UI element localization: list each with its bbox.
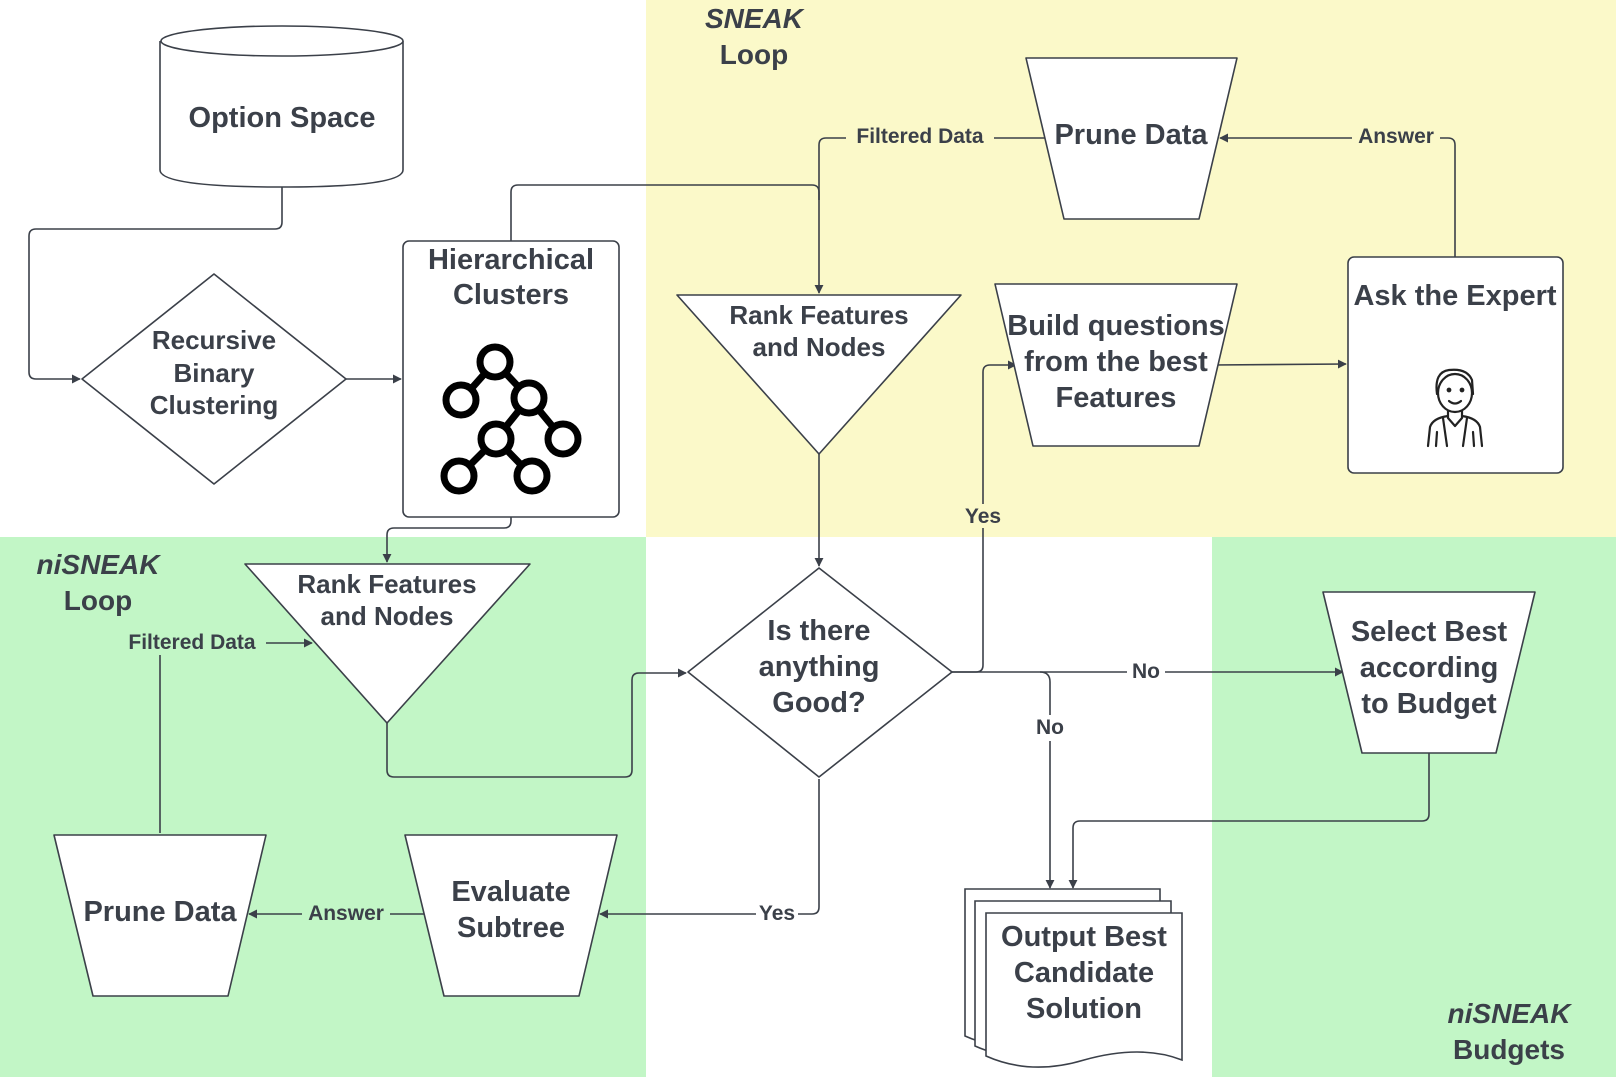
hierarchical-line-2: Clusters: [453, 279, 569, 311]
edge-decision-to-evaluate: [599, 779, 820, 919]
edge-label-filtered-data-top: Filtered Data: [856, 125, 984, 148]
rank-features-top-node: Rank Features and Nodes: [676, 294, 962, 455]
clustering-line-3: Clustering: [150, 390, 279, 420]
option-space-node: Option Space: [159, 25, 404, 188]
decision-line-2: anything: [759, 651, 880, 683]
ask-the-expert-node: Ask the Expert: [1347, 256, 1564, 474]
decision-line-1: Is there: [767, 615, 870, 647]
select-line-3: to Budget: [1361, 688, 1497, 720]
edge-decision-to-output: [1039, 671, 1055, 889]
hierarchical-clusters-node: Hierarchical Clusters: [402, 240, 620, 518]
edge-hierarchical-to-rank-bottom: [382, 490, 512, 563]
build-line-3: Features: [1056, 382, 1177, 414]
tree-icon: [440, 343, 582, 495]
edge-select-to-output: [1068, 753, 1430, 889]
edge-label-filtered-data-bottom: Filtered Data: [128, 631, 256, 654]
clustering-line-1: Recursive: [152, 325, 276, 355]
output-line-1: Output Best: [1001, 921, 1167, 953]
edge-prune-to-rank-top: [818, 137, 1045, 200]
expert-label: Ask the Expert: [1353, 280, 1556, 312]
select-line-2: according: [1360, 652, 1499, 684]
edge-label-yes-up: Yes: [965, 505, 1001, 528]
sneak-zone-subtitle: Loop: [720, 39, 788, 70]
select-best-node: Select Best according to Budget: [1322, 591, 1536, 754]
sneak-zone-title: SNEAK: [705, 3, 805, 34]
is-there-anything-good-node: Is there anything Good?: [687, 567, 953, 778]
evaluate-line-1: Evaluate: [451, 876, 570, 908]
nisneak-loop-subtitle: Loop: [64, 585, 132, 616]
evaluate-subtree-node: Evaluate Subtree: [404, 834, 618, 997]
edge-build-to-expert: [1211, 359, 1347, 369]
rank-top-line-2: and Nodes: [753, 332, 886, 362]
prune-top-label: Prune Data: [1054, 119, 1208, 151]
nisneak-budgets-title: niSNEAK: [1448, 998, 1573, 1029]
output-line-2: Candidate: [1014, 957, 1154, 989]
hierarchical-line-1: Hierarchical: [428, 244, 594, 276]
select-line-1: Select Best: [1351, 616, 1508, 648]
option-space-label: Option Space: [189, 102, 376, 134]
nisneak-budgets-subtitle: Budgets: [1453, 1034, 1565, 1065]
recursive-binary-clustering-node: Recursive Binary Clustering: [81, 273, 347, 485]
build-line-2: from the best: [1024, 346, 1208, 378]
edge-label-answer-bottom: Answer: [308, 902, 384, 925]
edge-label-no-down: No: [1036, 716, 1064, 739]
edge-option-space-to-clustering: [28, 187, 283, 384]
prune-data-bottom-node: Prune Data: [53, 834, 267, 997]
expert-person-icon: [1426, 368, 1484, 448]
build-questions-node: Build questions from the best Features: [994, 283, 1238, 447]
rank-features-bottom-node: Rank Features and Nodes: [244, 563, 531, 724]
prune-data-top-node: Prune Data: [1025, 57, 1238, 220]
evaluate-line-2: Subtree: [457, 912, 565, 944]
edge-label-no-right: No: [1132, 660, 1160, 683]
output-line-3: Solution: [1026, 993, 1142, 1025]
rank-top-line-1: Rank Features: [729, 300, 908, 330]
edge-rank-bottom-to-decision: [386, 668, 687, 778]
edge-expert-to-prune-top: [1219, 133, 1456, 257]
decision-line-3: Good?: [772, 687, 865, 719]
build-line-1: Build questions: [1007, 310, 1225, 342]
prune-bottom-label: Prune Data: [83, 896, 237, 928]
nisneak-loop-title: niSNEAK: [37, 549, 162, 580]
output-best-node: Output Best Candidate Solution: [964, 888, 1183, 1068]
edge-label-answer-top: Answer: [1358, 125, 1434, 148]
clustering-line-2: Binary: [174, 358, 255, 388]
rank-bottom-line-2: and Nodes: [321, 601, 454, 631]
rank-bottom-line-1: Rank Features: [297, 569, 476, 599]
edge-label-yes-down: Yes: [759, 902, 795, 925]
